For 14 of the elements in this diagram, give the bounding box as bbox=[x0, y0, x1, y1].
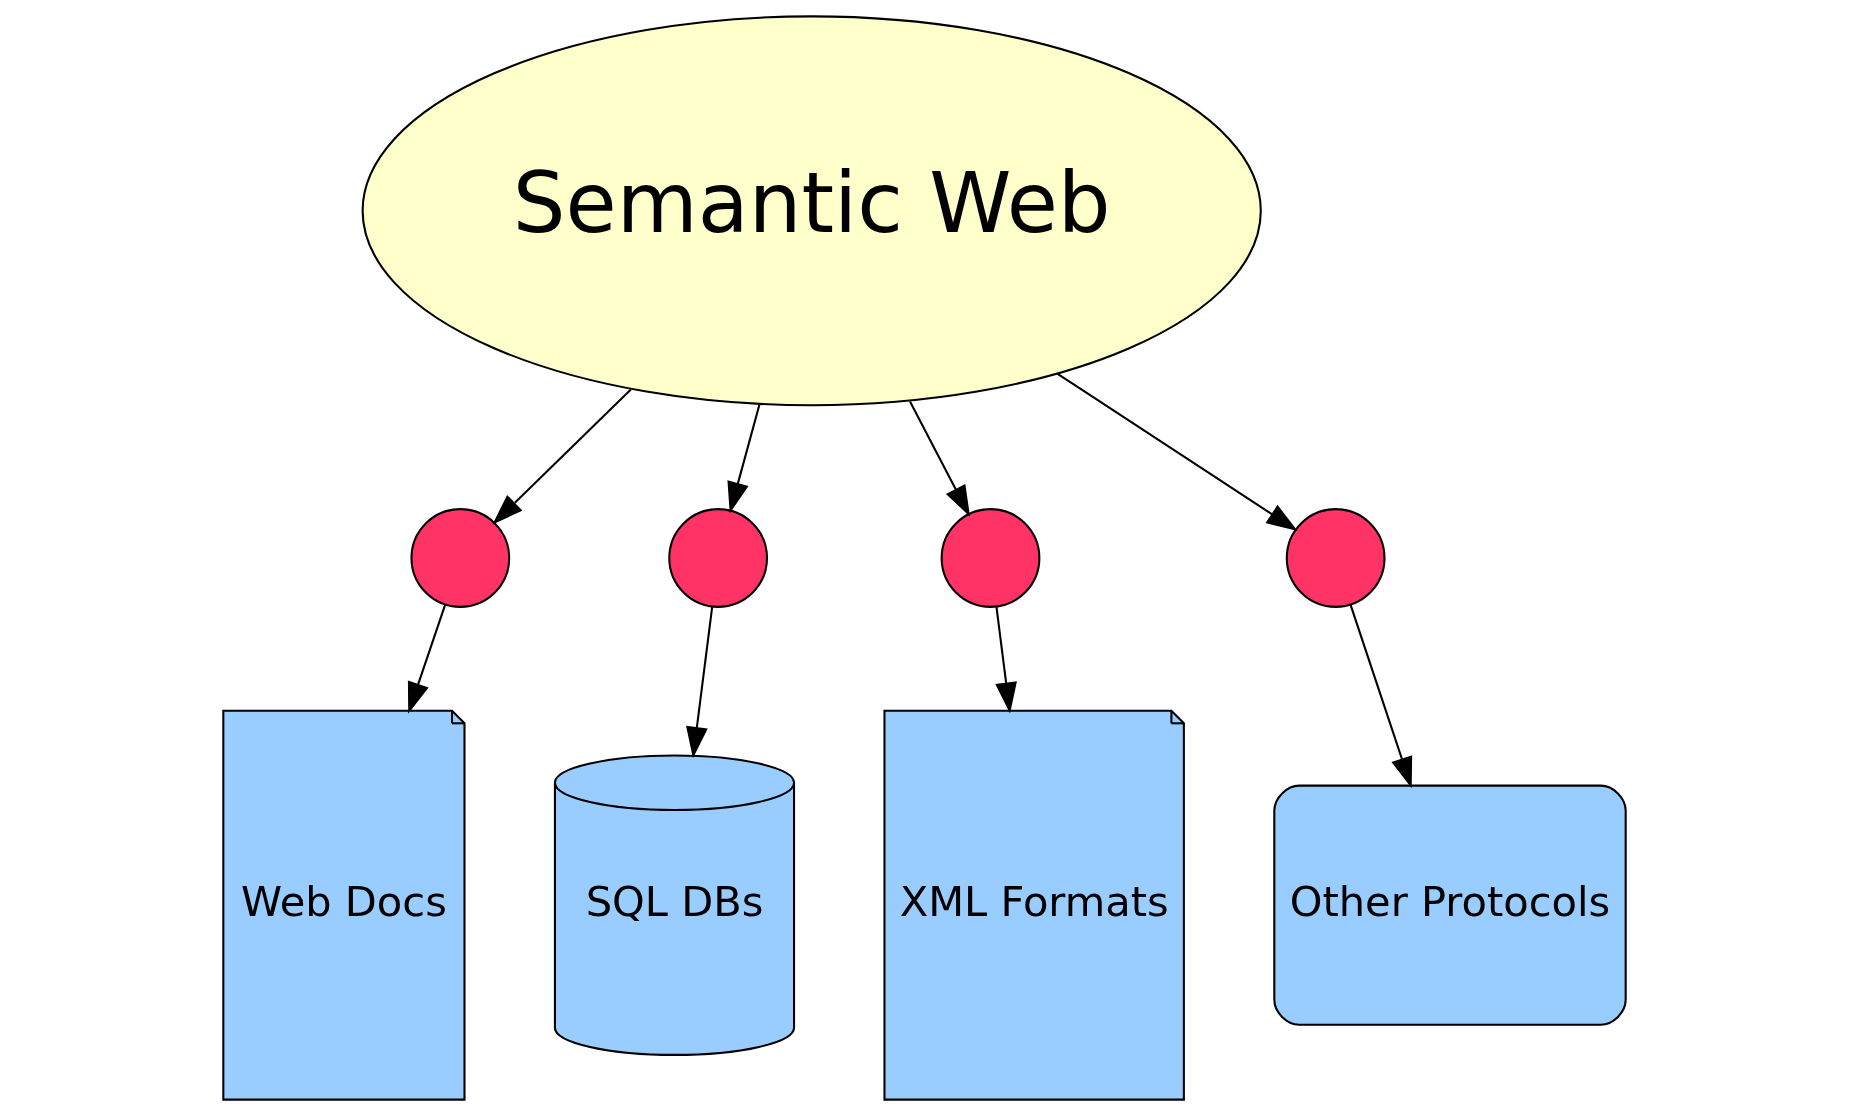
node-circle bbox=[668, 508, 769, 608]
arrow bbox=[1349, 604, 1413, 789]
arrow bbox=[727, 404, 761, 514]
node-circle bbox=[410, 508, 511, 608]
arrow bbox=[1057, 373, 1298, 532]
node-circle bbox=[940, 508, 1041, 608]
arrow bbox=[407, 604, 447, 714]
node-ellipse: Semantic Web bbox=[361, 15, 1262, 407]
arrow bbox=[492, 388, 632, 525]
arrow bbox=[909, 401, 971, 517]
arrow bbox=[995, 606, 1017, 714]
arrow bbox=[686, 606, 714, 759]
node-box: Other Protocols bbox=[1273, 784, 1627, 1026]
node-circle bbox=[1285, 508, 1386, 608]
